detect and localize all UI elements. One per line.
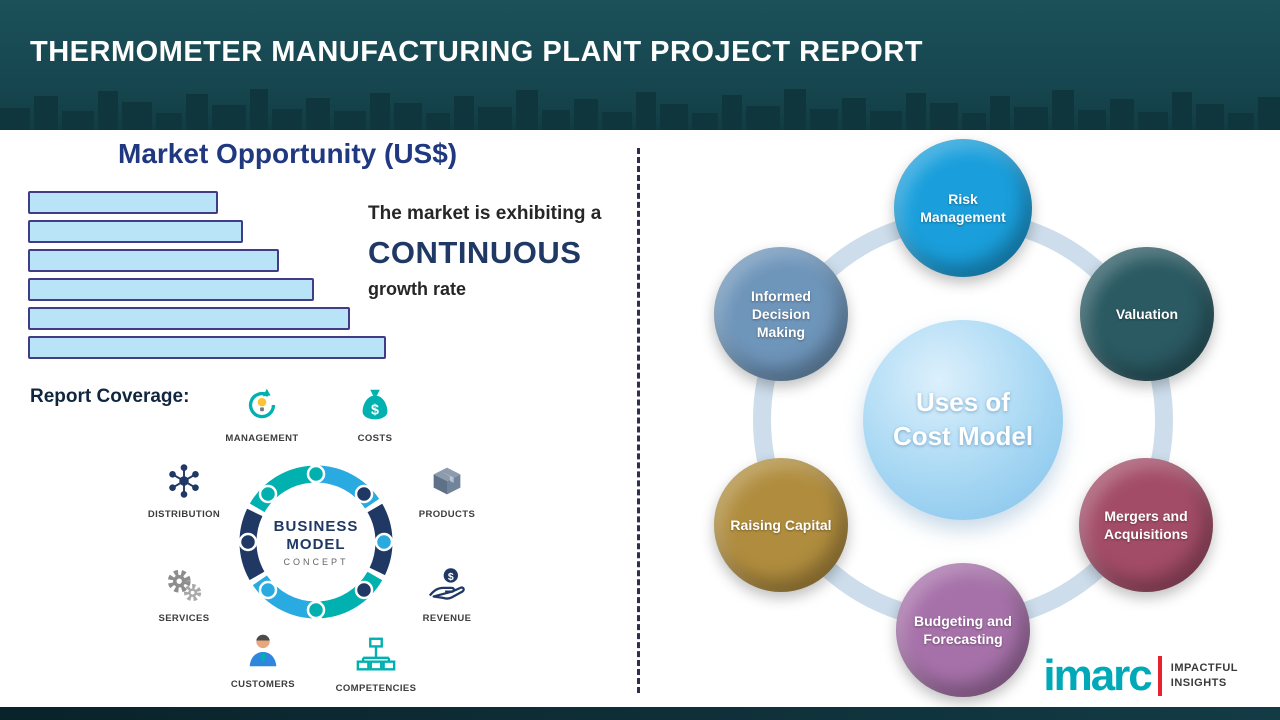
bm-item-revenue: $ REVENUE [397, 564, 497, 624]
org-chart-icon [356, 637, 396, 671]
market-opportunity-title: Market Opportunity (US$) [118, 138, 458, 169]
node-informed-decision-making: Informed Decision Making [714, 247, 848, 381]
node-raising-capital: Raising Capital [714, 458, 848, 592]
node-mergers-acquisitions: Mergers and Acquisitions [1079, 458, 1213, 592]
bar [28, 307, 350, 330]
svg-text:$: $ [448, 571, 454, 583]
vertical-divider [637, 148, 640, 693]
logo-divider [1157, 656, 1162, 696]
bar [28, 191, 218, 214]
logo-tagline: IMPACTFUL INSIGHTS [1170, 662, 1238, 689]
bar [28, 249, 279, 272]
market-bar-chart [28, 191, 386, 365]
growth-text: The market is exhibiting a CONTINUOUS gr… [368, 203, 648, 300]
bm-item-customers: CUSTOMERS [213, 630, 313, 690]
bottom-bar [0, 707, 1280, 720]
bar [28, 278, 314, 301]
growth-highlight: CONTINUOUS [368, 235, 582, 270]
svg-text:$: $ [371, 403, 379, 419]
bm-item-services: SERVICES [134, 564, 234, 624]
bm-item-distribution: DISTRIBUTION [134, 460, 234, 520]
business-model-ring [238, 464, 394, 620]
recycle-bulb-icon [248, 388, 276, 419]
bar [28, 220, 243, 243]
node-valuation: Valuation [1080, 247, 1214, 381]
money-bag-icon: $ [362, 389, 388, 420]
node-risk-management: Risk Management [894, 139, 1032, 277]
business-model-diagram: BUSINESS MODEL CONCEPT [216, 442, 416, 642]
bm-item-products: PRODUCTS [397, 460, 497, 520]
bm-item-competencies: COMPETENCIES [326, 634, 426, 694]
growth-line-3: growth rate [368, 279, 467, 299]
growth-line-1: The market is exhibiting a [368, 203, 602, 224]
city-skyline-graphic [0, 89, 1280, 130]
bm-item-management: MANAGEMENT [212, 384, 312, 444]
bar [28, 336, 386, 359]
bm-item-costs: $ COSTS [325, 384, 425, 444]
imarc-logo: imarc IMPACTFUL INSIGHTS [1043, 654, 1238, 698]
gears-icon [167, 569, 202, 602]
header-banner: THERMOMETER MANUFACTURING PLANT PROJECT … [0, 0, 1280, 130]
cost-model-center: Uses of Cost Model [863, 320, 1063, 520]
node-budgeting-forecasting: Budgeting and Forecasting [896, 563, 1030, 697]
network-nodes-icon [169, 464, 199, 498]
package-box-icon [433, 467, 461, 495]
page-title: THERMOMETER MANUFACTURING PLANT PROJECT … [30, 36, 923, 68]
logo-brand-text: imarc [1043, 651, 1152, 700]
hand-coin-icon: $ [428, 568, 465, 600]
report-coverage-label: Report Coverage: [30, 386, 190, 407]
person-icon [249, 634, 277, 667]
